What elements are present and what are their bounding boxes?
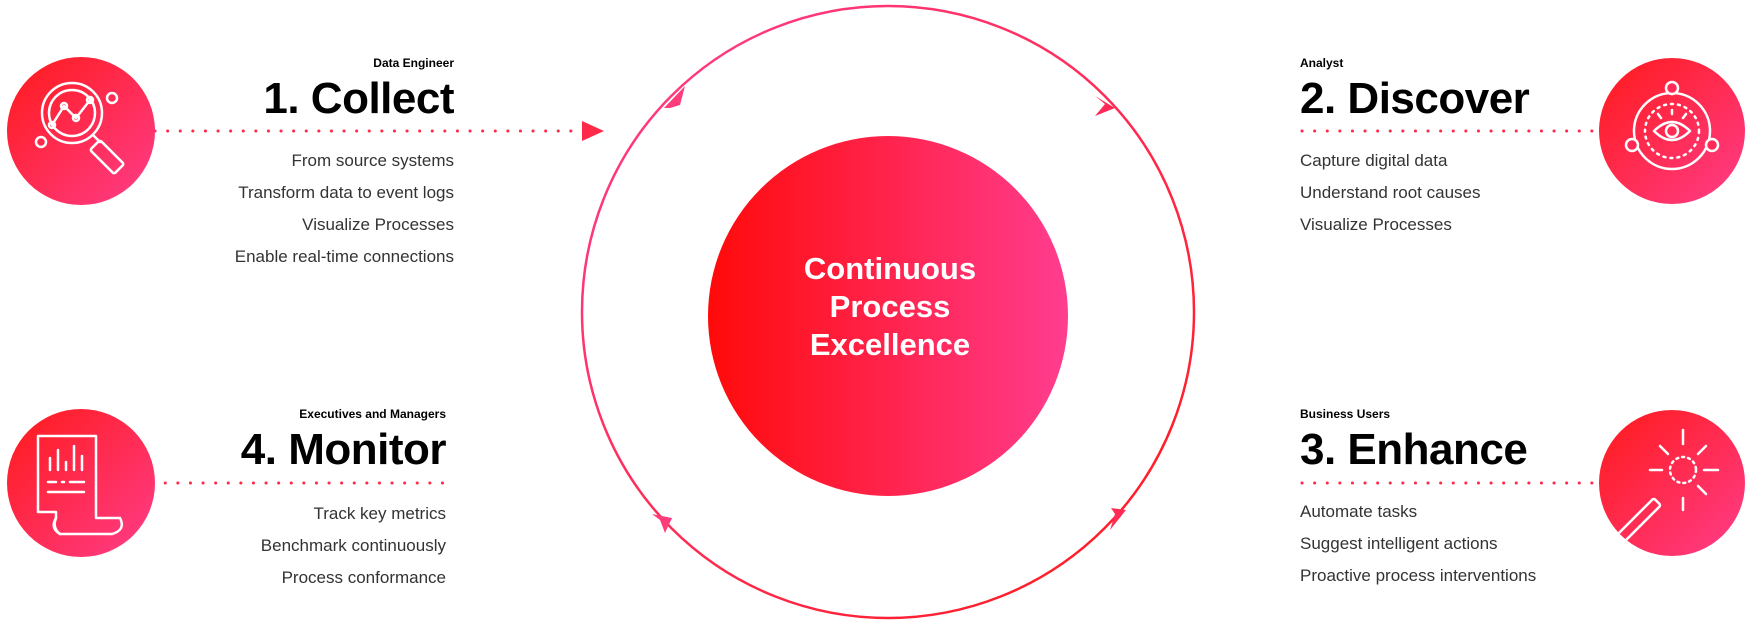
step-monitor: Executives and Managers 4. Monitor <box>146 407 447 474</box>
step-title: 1. Collect <box>263 74 454 123</box>
list-item: Suggest intelligent actions <box>1300 534 1498 553</box>
step-role: Analyst <box>1300 56 1344 70</box>
center-label-line-1: Continuous <box>803 251 977 286</box>
cycle-arrow-top-left <box>664 86 685 108</box>
step-title: 4. Monitor <box>240 425 447 474</box>
step-monitor-list: Track key metrics Benchmark continuously… <box>146 498 446 594</box>
center-disc <box>708 136 1068 496</box>
center-label-line-3: Excellence <box>809 327 971 362</box>
cycle-arrow-bottom-right <box>1110 508 1126 530</box>
step-enhance-list: Automate tasks Suggest intelligent actio… <box>1300 496 1620 592</box>
step-discover-list: Capture digital data Understand root cau… <box>1300 145 1600 241</box>
step-discover: Analyst 2. Discover <box>1300 56 1600 121</box>
list-item: Benchmark continuously <box>260 536 446 555</box>
step-role: Business Users <box>1300 407 1391 421</box>
magnifier-chart-icon <box>34 81 125 175</box>
step-collect: Data Engineer 1. Collect <box>154 56 454 121</box>
collect-icon-bg <box>7 57 155 205</box>
list-item: Understand root causes <box>1300 183 1481 202</box>
connector-collect-arrow <box>582 121 604 141</box>
step-role: Data Engineer <box>373 56 454 70</box>
step-role: Executives and Managers <box>299 407 446 421</box>
center-label-line-2: Process <box>829 289 951 324</box>
list-item: Proactive process interventions <box>1300 566 1537 585</box>
report-document-icon <box>36 434 123 536</box>
list-item: Track key metrics <box>313 504 446 523</box>
list-item: Capture digital data <box>1300 151 1448 170</box>
list-item: Process conformance <box>281 568 446 587</box>
eye-orbit-icon <box>1624 80 1720 171</box>
cycle-arrow-bottom-left <box>652 514 672 533</box>
list-item: Transform data to event logs <box>238 183 454 202</box>
list-item: From source systems <box>291 151 454 170</box>
cycle-arrow-top-right <box>1095 96 1115 116</box>
step-collect-list: From source systems Transform data to ev… <box>154 145 454 273</box>
enhance-icon-bg <box>1599 410 1745 556</box>
list-item: Enable real-time connections <box>234 247 454 266</box>
magic-wand-icon <box>1596 428 1720 563</box>
list-item: Visualize Processes <box>1300 215 1452 234</box>
list-item: Automate tasks <box>1300 502 1418 521</box>
step-title: 2. Discover <box>1300 74 1530 123</box>
cycle-ring <box>580 4 1196 620</box>
step-title: 3. Enhance <box>1300 425 1528 474</box>
center-label: Continuous Process Excellence <box>710 250 1070 364</box>
step-enhance: Business Users 3. Enhance <box>1300 407 1600 472</box>
list-item: Visualize Processes <box>302 215 454 234</box>
discover-icon-bg <box>1599 58 1745 204</box>
